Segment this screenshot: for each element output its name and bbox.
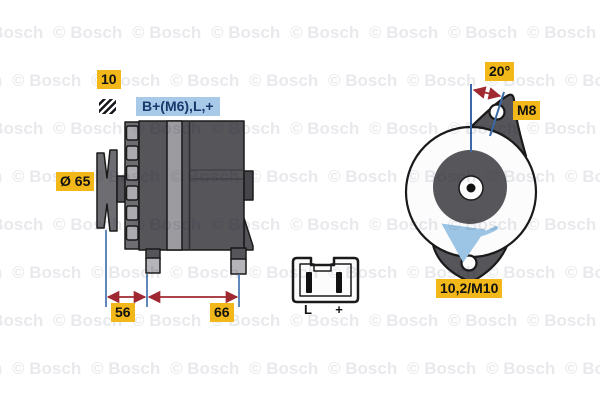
connector-plug [291,256,360,304]
label-pulley-diameter: Ø 65 [56,172,95,191]
dim-label-66: 66 [210,303,234,322]
pulley [96,149,118,232]
connector-pin-plus [336,272,342,293]
mounting-feet [145,247,247,275]
connector-pin-label-plus: + [335,302,343,317]
dimension-lines [105,230,240,307]
hatch-pattern-icon [99,99,116,114]
rotation-direction-arrow [441,223,498,263]
label-terminals: B+(M6),L,+ [136,97,220,116]
angle-arrow-20 [472,86,502,100]
mount-hole-m10 [460,254,478,272]
label-belt-width: 10 [97,70,121,89]
pulley-hub [116,175,126,203]
connector-pin-l [306,272,312,293]
dim-label-56: 56 [111,303,135,322]
label-thread-m8: M8 [513,101,541,120]
shaft-center [466,183,476,193]
side-view [96,120,254,275]
bplus-terminal [243,170,254,201]
fan [124,121,140,250]
front-view [404,84,538,283]
connector-pin-label-l: L [304,302,312,317]
housing [138,120,254,251]
label-mount-hole: 10,2/M10 [436,279,503,298]
label-mount-angle: 20° [485,62,515,81]
